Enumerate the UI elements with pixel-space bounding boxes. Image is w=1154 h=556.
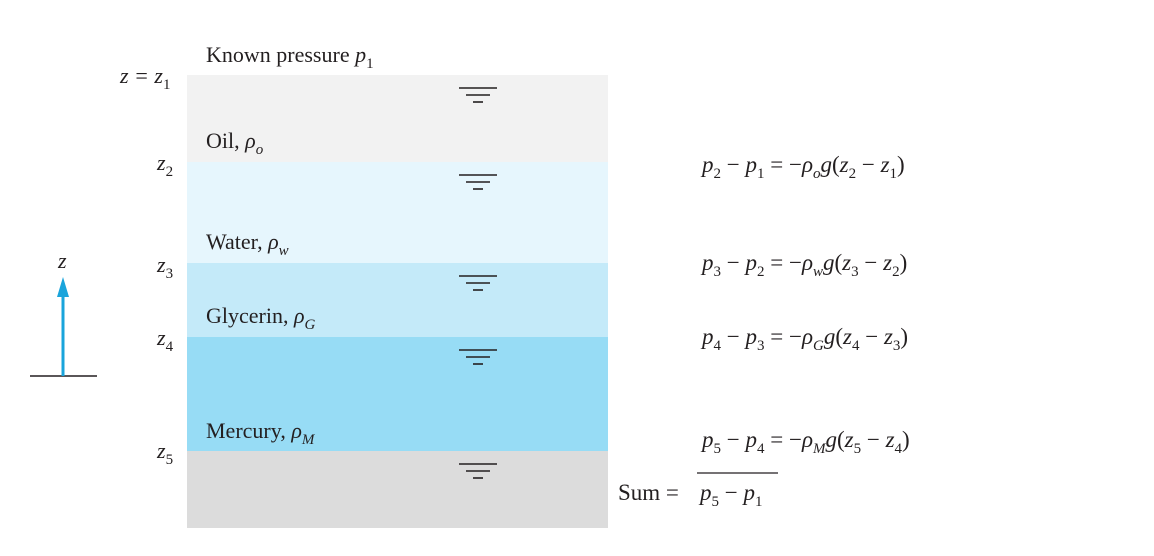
level-label-z3: z3: [157, 252, 173, 282]
eq-z-upper-sub: 4: [851, 338, 860, 354]
water-layer: [187, 162, 608, 263]
equation-water: p3 − p2 = −ρwg(z3 − z2): [702, 250, 908, 280]
eq-lower-sub: 4: [756, 441, 765, 457]
bottom-region: [187, 451, 608, 528]
p1-subscript: 1: [366, 56, 374, 72]
z-axis-arrow-head: [57, 277, 69, 297]
eq-lower-sub: 2: [756, 264, 765, 280]
equation-oil: p2 − p1 = −ρog(z2 − z1): [702, 152, 905, 182]
eq-z-upper-sub: 3: [851, 264, 859, 280]
level-symbol: z: [157, 252, 166, 277]
layer-label-oil: Oil, ρo: [206, 128, 263, 158]
layer-name: Glycerin,: [206, 303, 289, 328]
eq-upper-sub: 2: [713, 166, 722, 182]
sum-result: p5 − p1: [700, 480, 763, 510]
rho-subscript: o: [255, 142, 264, 158]
eq-lower-sub: 1: [756, 166, 765, 182]
sum-p-symbol: p: [700, 480, 712, 505]
level-label-z5: z5: [157, 438, 173, 468]
free-surface-symbol-5: [459, 463, 497, 479]
free-surface-symbol-2: [459, 174, 497, 190]
level-subscript: 3: [165, 266, 174, 282]
eq-lower-sub: 3: [756, 338, 765, 354]
level-prefix: z =: [120, 63, 155, 88]
sum-label: Sum =: [618, 480, 679, 505]
known-pressure-text: Known pressure: [206, 42, 350, 67]
layer-label-mercury: Mercury, ρM: [206, 418, 314, 448]
eq-z-lower-sub: 2: [892, 264, 900, 280]
sum-upper-sub: 5: [711, 494, 720, 510]
sum-p-symbol: p: [743, 480, 755, 505]
free-surface-symbol-3: [459, 275, 497, 291]
level-subscript: 2: [165, 164, 174, 180]
p1-symbol: p: [355, 42, 367, 67]
rho-subscript: M: [301, 432, 315, 448]
oil-layer: [187, 75, 608, 162]
eq-rho-sub: o: [812, 166, 821, 182]
eq-z-upper-sub: 2: [848, 166, 857, 182]
level-symbol: z: [154, 63, 163, 88]
level-label-z1: z = z1: [120, 63, 170, 93]
level-subscript: 5: [165, 452, 174, 468]
eq-upper-sub: 4: [713, 338, 722, 354]
level-symbol: z: [157, 325, 166, 350]
known-pressure-label: Known pressure p1: [206, 42, 374, 72]
eq-upper-sub: 5: [713, 441, 722, 457]
layer-label-water: Water, ρw: [206, 229, 289, 259]
layer-name: Mercury,: [206, 418, 286, 443]
sum-lower-sub: 1: [754, 494, 763, 510]
eq-z-upper-sub: 5: [853, 441, 862, 457]
equation-glycerin: p4 − p3 = −ρGg(z4 − z3): [702, 324, 909, 354]
z-axis-label: z: [58, 248, 67, 273]
level-subscript: 4: [165, 339, 174, 355]
free-surface-symbol-1: [459, 87, 497, 103]
rho-symbol: ρ: [291, 418, 302, 443]
rho-symbol: ρ: [293, 303, 305, 328]
layer-label-glycerin: Glycerin, ρG: [206, 303, 315, 333]
glycerin-layer: [187, 263, 608, 337]
level-label-z4: z4: [157, 325, 173, 355]
free-surface-symbol-4: [459, 349, 497, 365]
level-subscript: 1: [162, 77, 171, 93]
level-label-z2: z2: [157, 150, 173, 180]
rho-symbol: ρ: [245, 128, 256, 153]
eq-z-lower-sub: 4: [894, 441, 903, 457]
level-symbol: z: [157, 438, 166, 463]
eq-rho-sub: M: [812, 441, 826, 457]
eq-z-lower-sub: 1: [889, 166, 898, 182]
eq-upper-sub: 3: [713, 264, 722, 280]
level-symbol: z: [157, 150, 166, 175]
rho-symbol: ρ: [268, 229, 279, 254]
mercury-layer: [187, 337, 608, 451]
eq-rho-sub: w: [812, 264, 823, 280]
layer-name: Water,: [206, 229, 263, 254]
eq-rho-sub: G: [812, 338, 824, 354]
eq-z-lower-sub: 3: [892, 338, 901, 354]
equation-mercury: p5 − p4 = −ρMg(z5 − z4): [702, 427, 910, 457]
rho-subscript: w: [278, 243, 289, 259]
layer-name: Oil,: [206, 128, 240, 153]
rho-subscript: G: [304, 317, 316, 333]
